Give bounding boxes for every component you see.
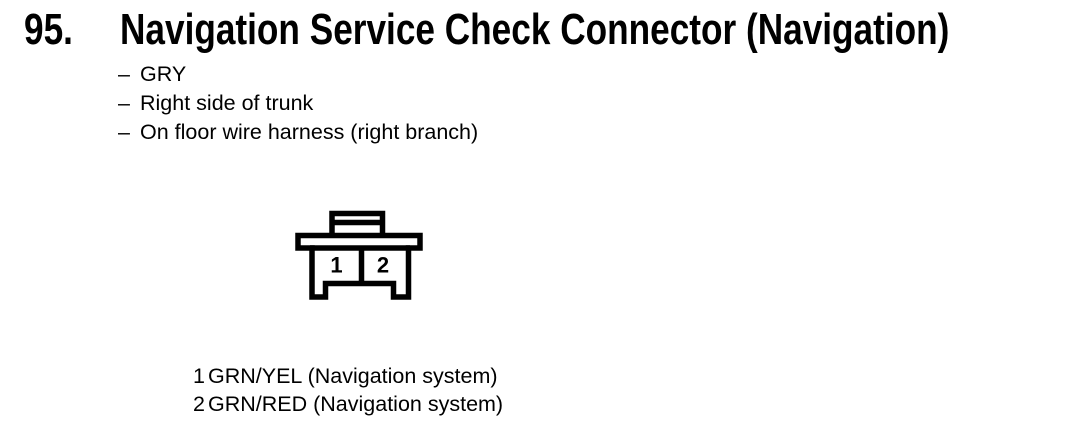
pinout-row: 1 GRN/YEL (Navigation system)	[193, 362, 503, 390]
detail-item-color: – GRY	[118, 60, 478, 89]
pinout-row: 2 GRN/RED (Navigation system)	[193, 390, 503, 418]
page-title: Navigation Service Check Connector (Navi…	[120, 5, 950, 54]
pin-number: 1	[193, 364, 205, 388]
section-number: 95.	[24, 5, 73, 54]
connector-diagram: 1 2	[295, 210, 423, 300]
detail-item-harness: – On floor wire harness (right branch)	[118, 118, 478, 147]
cavity-2-label: 2	[377, 253, 389, 278]
detail-label: Right side of trunk	[140, 91, 314, 115]
dash-bullet: –	[118, 120, 130, 144]
detail-label: GRY	[140, 62, 187, 86]
pin-number: 2	[193, 392, 205, 416]
pin-wire-label: GRN/RED (Navigation system)	[208, 392, 504, 416]
detail-item-location: – Right side of trunk	[118, 89, 478, 118]
cavity-1-label: 1	[330, 253, 342, 278]
detail-label: On floor wire harness (right branch)	[140, 120, 479, 144]
dash-bullet: –	[118, 91, 130, 115]
pin-wire-label: GRN/YEL (Navigation system)	[208, 364, 498, 388]
detail-list: – GRY – Right side of trunk – On floor w…	[118, 60, 478, 147]
pinout-list: 1 GRN/YEL (Navigation system) 2 GRN/RED …	[193, 362, 503, 418]
dash-bullet: –	[118, 62, 130, 86]
